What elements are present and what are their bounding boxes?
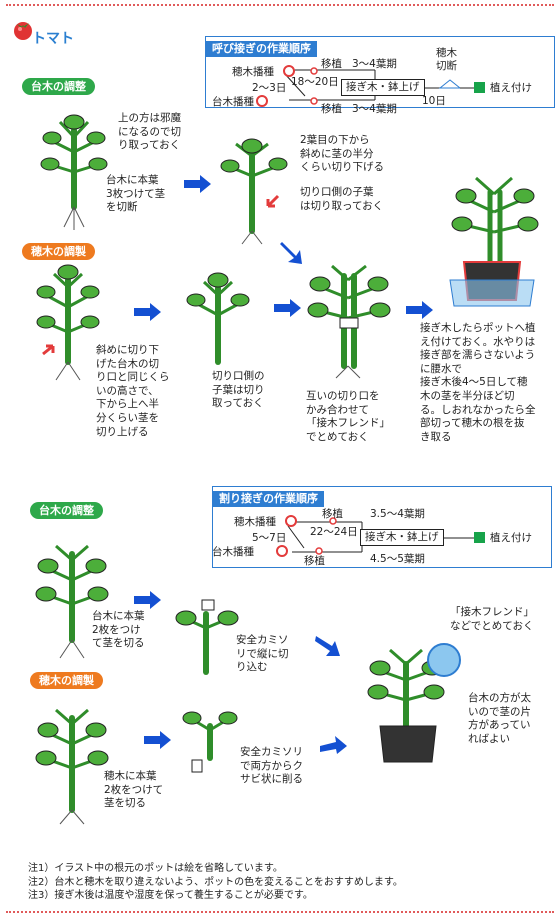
right-arrow-icon	[144, 731, 171, 749]
footnote-2: 注2）台木と穂木を取り違えないよう、ポットの色を変えることをおすすめします。	[28, 876, 403, 888]
cleft-rootstock-label: 台木の調整	[30, 502, 103, 519]
right-arrow-icon	[134, 303, 161, 321]
cleft-thick-note: 台木の方が太 いので茎の片 方があってい ればよい	[468, 692, 531, 745]
red-arrow-icon	[42, 344, 55, 356]
approach-scion-diag: 斜めに切り下 げた台木の切 り口と同じくら いの高さで、 下から上へ半 分くらい…	[96, 344, 170, 438]
approach-scion-sow-marker	[283, 65, 295, 77]
cleft-rootstock-sow: 台木播種	[212, 546, 254, 558]
bottom-divider	[6, 911, 554, 913]
approach-transplant-bottom-marker	[310, 97, 318, 105]
cleft-plant-marker	[474, 532, 485, 543]
cleft-graft-stage: 接ぎ木・鉢上げ	[360, 529, 444, 546]
approach-transplant-top-marker	[310, 67, 318, 75]
cleft-scion-cut: 穂木に本葉 2枚をつけて 茎を切る	[104, 770, 164, 810]
approach-scion-cotyledon: 切り口側の 子葉は切り 取っておく	[212, 370, 265, 410]
approach-days-transplant: 18～20日	[291, 76, 339, 88]
cleft-plant-label: 植え付け	[490, 532, 532, 544]
approach-rootstock-sow-marker	[256, 95, 268, 107]
approach-join: 互いの切り口を かみ合わせて 「接木フレンド」 でとめておく	[306, 390, 390, 443]
red-arrow-icon	[266, 194, 280, 208]
approach-top-note: 上の方は邪魔 になるので切 り取っておく	[118, 112, 181, 152]
right-arrow-icon	[315, 636, 340, 656]
cleft-rootstock-split-illustration	[175, 599, 239, 675]
cleft-timeline-heading: 割り接ぎの作業順序	[213, 491, 324, 507]
cleft-scion-sow-marker	[285, 515, 297, 527]
cleft-scion-sow: 穂木播種	[234, 516, 276, 528]
right-arrow-icon	[280, 242, 302, 264]
potted-graft-illustration	[449, 176, 539, 307]
cleft-leaf-bottom: 4.5～5葉期	[370, 553, 425, 565]
right-arrow-icon	[134, 591, 161, 609]
joined-plant-illustration	[307, 264, 391, 379]
approach-timeline-heading: 呼び接ぎの作業順序	[206, 41, 317, 57]
approach-rootstock-sow: 台木播種	[212, 96, 254, 108]
right-arrow-icon	[184, 175, 211, 193]
approach-transplant-top: 移植	[321, 58, 342, 70]
cleft-days-graft: 22～24日	[310, 526, 358, 538]
top-divider	[6, 4, 554, 6]
right-arrow-icon	[406, 301, 433, 319]
approach-cotyledon-cut: 切り口側の子葉 は切り取っておく	[300, 186, 384, 212]
approach-pot-note: 接ぎ木したらポットへ植 え付けておく。水やりは 接ぎ部を濡らさないよう に腰水で…	[420, 322, 536, 443]
approach-diag-cut: 2葉目の下から 斜めに茎の半分 くらい切り下げる	[300, 134, 384, 174]
cleft-transplant-bottom: 移植	[304, 555, 325, 567]
approach-cut-label: 穂木 切断	[436, 47, 457, 72]
approach-scion-sow: 穂木播種	[232, 66, 274, 78]
cleft-rootstock-cut: 台木に本葉 2枚をつけ て茎を切る	[92, 610, 145, 650]
cleft-scion-plant-illustration	[35, 708, 109, 825]
approach-scion-label: 穂木の調製	[22, 243, 95, 260]
scion-cut-illustration	[186, 272, 250, 365]
cleft-potted-graft-illustration	[367, 643, 461, 763]
cleft-leaf-top: 3.5～4葉期	[370, 508, 425, 520]
cleft-razor-wedge: 安全カミソリ で両方からク サビ状に削る	[240, 746, 303, 786]
cleft-scion-label: 穂木の調製	[30, 672, 103, 689]
cleft-rootstock-sow-marker	[276, 545, 288, 557]
tomato-icon	[14, 22, 32, 40]
approach-leaf-bottom: 3～4葉期	[352, 103, 397, 115]
cleft-razor-split: 安全カミソ リで縦に切 り込む	[236, 634, 289, 674]
scion-plant-illustration	[36, 264, 100, 381]
footnote-3: 注3）接ぎ木後は温度や湿度を保って養生することが必要です。	[28, 890, 313, 901]
cleft-timeline-box: 割り接ぎの作業順序	[212, 486, 552, 568]
rootstock-plant-illustration	[40, 114, 108, 230]
cleft-transplant-top-marker	[329, 517, 337, 525]
approach-plant-marker	[474, 82, 485, 93]
page-title: トマト	[32, 31, 74, 47]
cleft-rootstock-plant-illustration	[35, 544, 109, 659]
approach-graft-stage: 接ぎ木・鉢上げ	[341, 79, 425, 96]
approach-leaf-top: 3～4葉期	[352, 58, 397, 70]
cleft-scion-wedge-illustration	[182, 711, 238, 773]
approach-offset: 2～3日	[252, 82, 287, 94]
cleft-transplant-top: 移植	[322, 508, 343, 520]
right-arrow-icon	[320, 736, 347, 754]
footnote-1: 注1）イラスト中の根元のポットは絵を省略しています。	[28, 863, 283, 874]
approach-rootstock-label: 台木の調整	[22, 78, 95, 95]
rootstock-cut-illustration	[220, 138, 288, 245]
approach-rootstock-cut: 台木に本葉 3枚つけて茎 を切断	[106, 174, 166, 214]
cleft-offset: 5～7日	[252, 532, 287, 544]
approach-transplant-bottom: 移植	[321, 103, 342, 115]
cleft-transplant-bottom-marker	[315, 547, 323, 555]
cleft-friend: 「接木フレンド」 などでとめておく	[450, 606, 534, 632]
approach-days-cut: 10日	[422, 95, 446, 107]
footnotes: 注1）イラスト中の根元のポットは絵を省略しています。 注2）台木と穂木を取り違え…	[28, 862, 403, 903]
right-arrow-icon	[274, 299, 301, 317]
approach-plant-label: 植え付け	[490, 82, 532, 94]
